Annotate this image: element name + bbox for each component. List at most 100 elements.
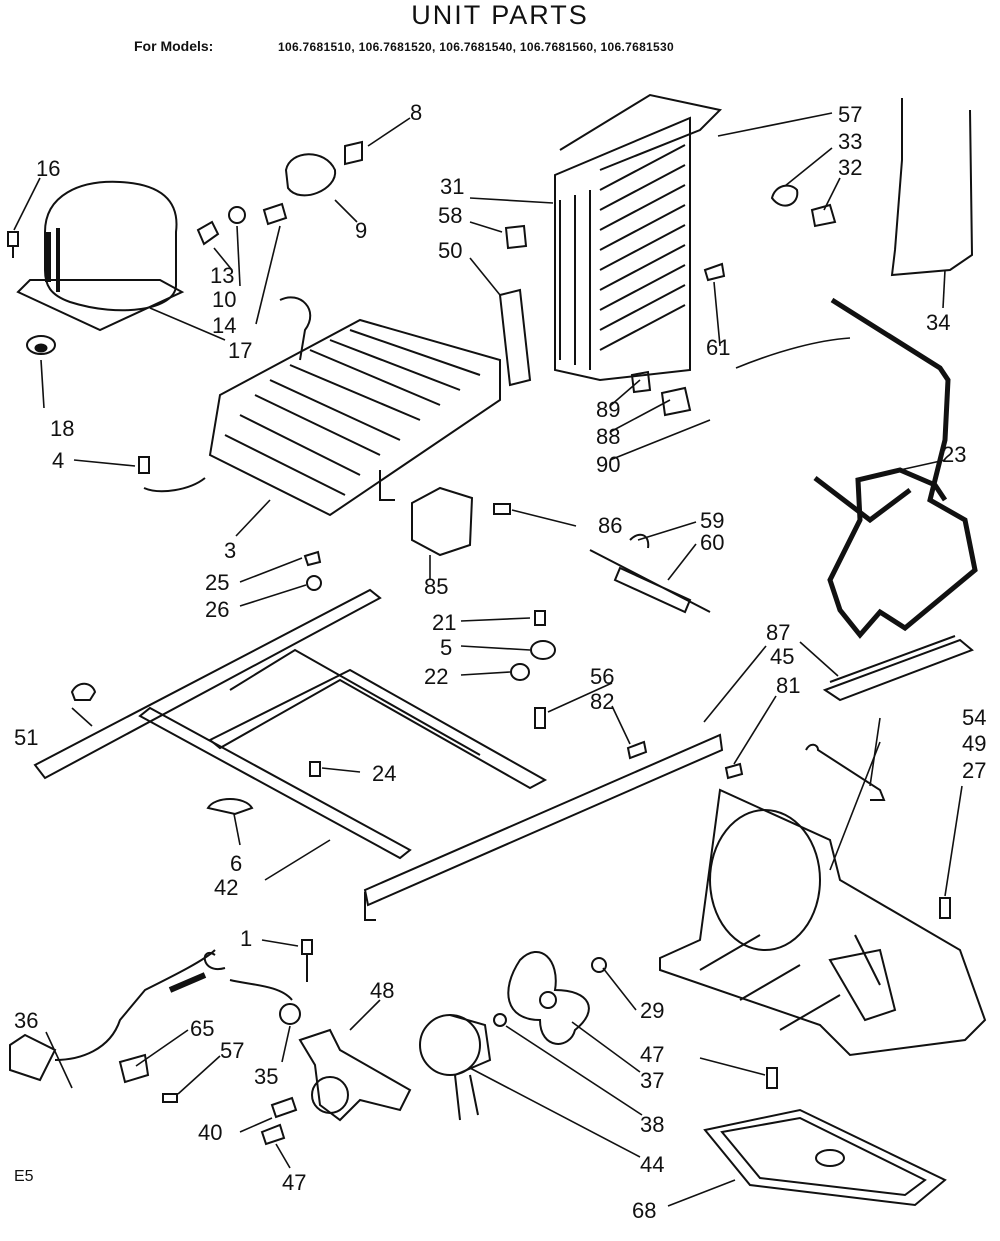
screw-25-26 <box>303 550 322 591</box>
callout-29: 29 <box>640 998 664 1023</box>
callout-33: 33 <box>838 129 862 154</box>
callout-23: 23 <box>942 442 966 467</box>
connector-65 <box>118 1053 150 1084</box>
callout-51: 51 <box>14 725 38 750</box>
callout-31: 31 <box>440 174 464 199</box>
callout-89: 89 <box>596 397 620 422</box>
callout-87: 87 <box>766 620 790 645</box>
callout-16: 16 <box>36 156 60 181</box>
callout-4: 4 <box>52 448 64 473</box>
heater-wire-34 <box>890 98 974 277</box>
compressor-grommet <box>26 335 56 355</box>
callout-88: 88 <box>596 424 620 449</box>
callout-57-bottom: 57 <box>220 1038 244 1063</box>
callout-5: 5 <box>440 635 452 660</box>
callout-18: 18 <box>50 416 74 441</box>
callout-57-top: 57 <box>838 102 862 127</box>
damper-5 <box>530 640 556 660</box>
callout-50: 50 <box>438 238 462 263</box>
callout-81: 81 <box>776 673 800 698</box>
screw-16 <box>7 231 19 258</box>
screw-47-bottom <box>766 1067 778 1089</box>
heater-loop <box>813 297 978 639</box>
callout-90: 90 <box>596 452 620 477</box>
drain-cup-85 <box>411 486 474 557</box>
callout-36: 36 <box>14 1008 38 1033</box>
condenser-coil <box>208 296 501 517</box>
callout-42: 42 <box>214 875 238 900</box>
callout-44: 44 <box>640 1152 664 1177</box>
callout-9: 9 <box>355 218 367 243</box>
bracket-51 <box>70 682 97 701</box>
callout-82: 82 <box>590 689 614 714</box>
thermostat-60 <box>589 533 711 614</box>
callout-60: 60 <box>700 530 724 555</box>
callout-58: 58 <box>438 203 462 228</box>
callout-21: 21 <box>432 610 456 635</box>
leader-lines <box>13 112 963 1207</box>
drain-trough-87 <box>822 635 974 702</box>
relay-parts <box>196 140 363 246</box>
callout-49: 49 <box>962 731 986 756</box>
callout-26: 26 <box>205 597 229 622</box>
callout-13: 13 <box>210 263 234 288</box>
fan-blade <box>507 950 590 1045</box>
callout-17: 17 <box>228 338 252 363</box>
callout-3: 3 <box>224 538 236 563</box>
screws-56-82-81 <box>534 707 744 780</box>
baffle-50 <box>498 288 532 387</box>
callout-47-right: 47 <box>640 1042 664 1067</box>
screw-57-lower <box>162 1093 178 1103</box>
callout-45: 45 <box>770 644 794 669</box>
callout-35: 35 <box>254 1064 278 1089</box>
clip-6 <box>206 798 254 816</box>
callout-14: 14 <box>212 313 236 338</box>
callout-38: 38 <box>640 1112 664 1137</box>
callout-68: 68 <box>632 1198 656 1223</box>
page-title: UNIT PARTS <box>411 0 589 30</box>
callout-6: 6 <box>230 851 242 876</box>
screws-40-47 <box>260 1096 298 1146</box>
callout-61: 61 <box>706 335 730 360</box>
callout-56: 56 <box>590 664 614 689</box>
screw-21 <box>534 610 546 626</box>
callout-24: 24 <box>372 761 396 786</box>
power-cord <box>9 949 301 1082</box>
evaporator <box>554 93 723 382</box>
callout-8: 8 <box>410 100 422 125</box>
callout-47-bottom-left: 47 <box>282 1170 306 1195</box>
grommet-22 <box>510 663 530 681</box>
callout-10: 10 <box>212 287 236 312</box>
callout-34: 34 <box>926 310 950 335</box>
drain-pan <box>703 1108 947 1207</box>
callout-22: 22 <box>424 664 448 689</box>
callout-86: 86 <box>598 513 622 538</box>
screw-4 <box>138 456 206 493</box>
clip-parts <box>630 184 837 417</box>
grommet-29 <box>591 957 607 973</box>
callout-1: 1 <box>240 926 252 951</box>
callout-25: 25 <box>205 570 229 595</box>
screw-24 <box>309 761 321 777</box>
rail-45 <box>363 733 724 921</box>
models-label: For Models: <box>134 38 214 54</box>
screw-86 <box>493 503 511 515</box>
pad-58 <box>504 224 528 250</box>
callout-59: 59 <box>700 508 724 533</box>
model-numbers: 106.7681510, 106.7681520, 106.7681540, 1… <box>278 40 674 54</box>
base-frame <box>33 588 548 860</box>
retainer-38 <box>493 1013 507 1027</box>
callout-27: 27 <box>962 758 986 783</box>
callout-65: 65 <box>190 1016 214 1041</box>
callout-85: 85 <box>424 574 448 599</box>
callout-40: 40 <box>198 1120 222 1145</box>
callout-54: 54 <box>962 705 986 730</box>
callout-48: 48 <box>370 978 394 1003</box>
callout-32: 32 <box>838 155 862 180</box>
footer-code: E5 <box>14 1168 34 1185</box>
screw-27 <box>939 897 951 919</box>
screw-1 <box>301 939 313 982</box>
motor-bracket <box>298 1028 412 1122</box>
fan-motor <box>419 1014 492 1121</box>
